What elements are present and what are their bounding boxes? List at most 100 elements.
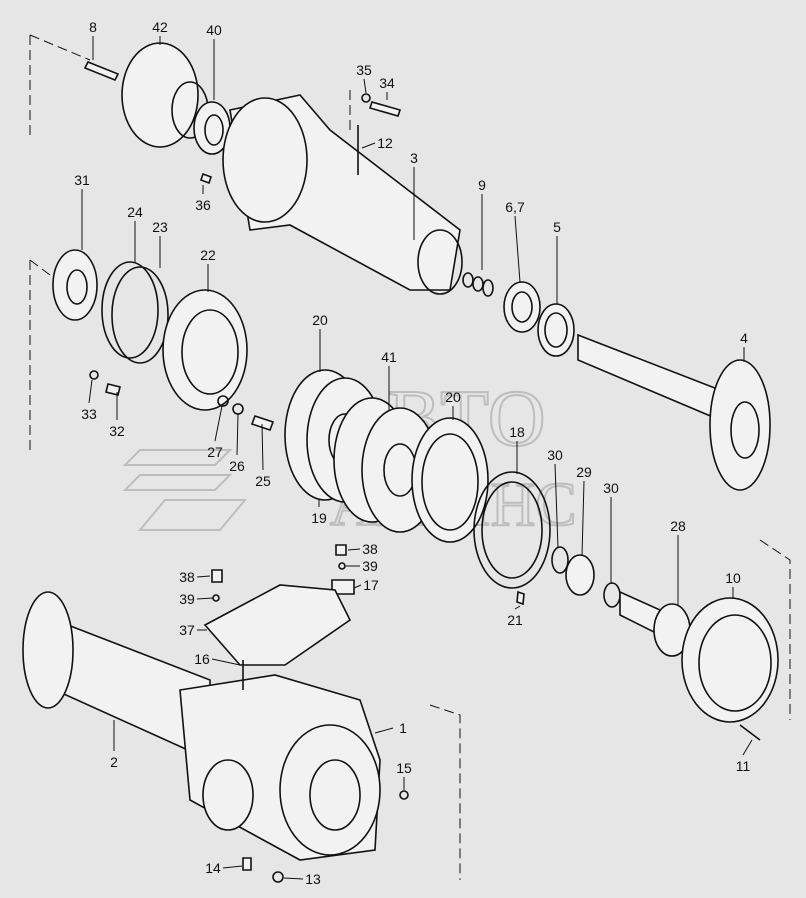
- part-label: 37: [179, 622, 195, 638]
- piston-22: [162, 289, 248, 411]
- part-label: 25: [255, 473, 271, 489]
- leader-line: [742, 739, 753, 756]
- part-label: 21: [507, 612, 523, 628]
- leader-line: [214, 405, 223, 442]
- part-label: 31: [74, 172, 90, 188]
- plug-15: [399, 790, 409, 800]
- circlip-30b: [603, 582, 621, 608]
- part-label: 6,7: [505, 199, 525, 215]
- plug-13: [272, 871, 284, 883]
- leader-line: [554, 463, 559, 549]
- part-label: 9: [478, 177, 486, 193]
- bolt-8: [83, 60, 120, 82]
- washer-33: [89, 370, 99, 380]
- ring-23: [111, 266, 169, 364]
- ring-24: [101, 261, 159, 359]
- bolt-38b: [211, 569, 223, 583]
- pin-21: [516, 590, 525, 606]
- part-label: 30: [547, 447, 563, 463]
- leader-line: [211, 658, 241, 666]
- bolt-38a: [335, 544, 347, 556]
- part-label: 11: [736, 758, 751, 774]
- gear-29: [565, 554, 595, 596]
- leader-line: [514, 215, 521, 283]
- part-label: 4: [740, 330, 748, 346]
- leader-line: [347, 548, 361, 551]
- part-label: 17: [363, 577, 379, 593]
- bolt-34: [368, 101, 402, 117]
- part-label: 38: [179, 569, 195, 585]
- leader-line: [581, 480, 585, 557]
- ring-5: [537, 303, 575, 357]
- dashed-guides: [29, 34, 791, 880]
- part-label: 38: [362, 541, 378, 557]
- bolt-25: [250, 414, 275, 432]
- part-label: 14: [205, 860, 221, 876]
- part-label: 20: [445, 389, 461, 405]
- part-label: 24: [127, 204, 143, 220]
- leader-line: [261, 423, 264, 471]
- part-label: 33: [81, 406, 97, 422]
- part-label: 42: [152, 19, 168, 35]
- part-label: 13: [305, 871, 321, 887]
- part-label: 26: [229, 458, 245, 474]
- part-label: 18: [509, 424, 525, 440]
- part-label: 39: [179, 591, 195, 607]
- leader-line: [514, 605, 521, 610]
- part-label: 39: [362, 558, 378, 574]
- leader-line: [353, 584, 362, 589]
- part-label: 34: [379, 75, 395, 91]
- cover-31: [52, 249, 98, 321]
- part-label: 1: [399, 720, 407, 736]
- part-label: 35: [356, 62, 372, 78]
- leader-line: [222, 865, 243, 869]
- part-label: 20: [312, 312, 328, 328]
- axle-shaft-4: [577, 333, 721, 422]
- washer-35: [361, 93, 371, 103]
- steel-disc-20b: [411, 417, 489, 543]
- part-label: 41: [381, 349, 397, 365]
- parts: [22, 42, 779, 883]
- part-label: 27: [207, 444, 223, 460]
- ring-18: [473, 471, 551, 589]
- sleeve-26: [232, 403, 244, 415]
- part-label: 28: [670, 518, 686, 534]
- seal-6-7: [503, 281, 541, 333]
- part-label: 8: [89, 19, 97, 35]
- part-label: 5: [553, 219, 561, 235]
- pin-11: [739, 724, 761, 741]
- part-label: 12: [377, 135, 393, 151]
- spring-27: [217, 395, 229, 407]
- part-label: 2: [110, 754, 118, 770]
- washer-39b: [212, 594, 220, 602]
- leader-line: [374, 727, 394, 734]
- part-label: 19: [311, 510, 327, 526]
- part-label: 40: [206, 22, 222, 38]
- leader-line: [361, 142, 376, 149]
- plug-14: [242, 857, 252, 871]
- part-label: 29: [576, 464, 592, 480]
- washer-39a: [338, 562, 346, 570]
- part-label: 16: [194, 651, 210, 667]
- leader-line: [236, 413, 239, 456]
- bolt-32: [105, 383, 121, 396]
- part-label: 32: [109, 423, 125, 439]
- leader-line: [196, 575, 211, 578]
- part-label: 22: [200, 247, 216, 263]
- leader-line: [196, 597, 214, 600]
- circlip-30a: [551, 546, 569, 574]
- ring-gear-10: [681, 597, 779, 723]
- part-label: 23: [152, 219, 168, 235]
- part-label: 15: [396, 760, 412, 776]
- leader-line: [283, 877, 304, 880]
- cover-plate-37: [203, 584, 352, 666]
- leader-lines: [81, 36, 753, 880]
- pin-36: [199, 172, 213, 185]
- planet-carrier-42: [121, 42, 199, 148]
- part-label: 30: [603, 480, 619, 496]
- part-label: 36: [195, 197, 211, 213]
- part-label: 10: [725, 570, 741, 586]
